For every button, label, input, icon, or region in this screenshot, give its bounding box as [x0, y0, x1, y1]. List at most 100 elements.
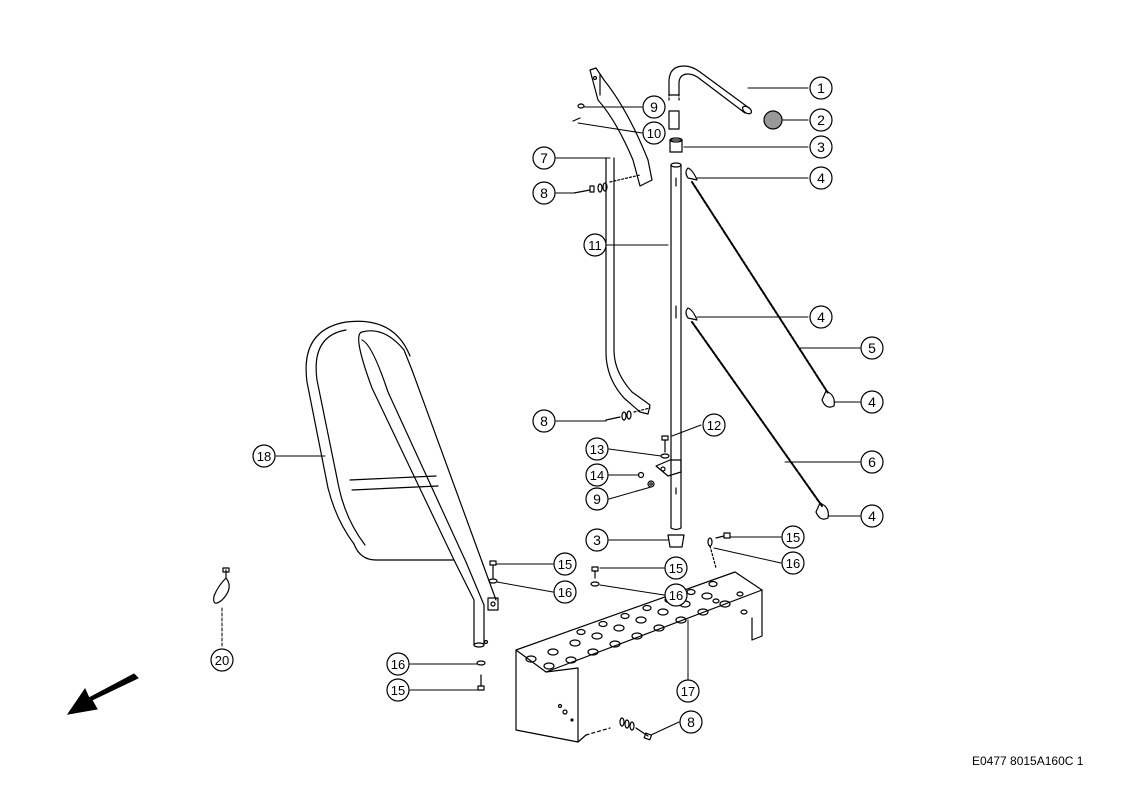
bent-handle-part [668, 65, 753, 130]
callout-c11: 11 [583, 233, 607, 257]
callout-c15c: 15 [664, 556, 688, 580]
callout-circle [860, 504, 884, 528]
callout-c9a: 9 [642, 95, 666, 119]
callout-c9b: 9 [585, 487, 609, 511]
callout-number: 20 [215, 653, 229, 668]
handrail-loop-part [305, 320, 499, 648]
pole-bracket-part [655, 435, 682, 477]
callout-circle [642, 121, 666, 145]
callout-number: 13 [590, 442, 604, 457]
callout-number: 10 [647, 126, 661, 141]
callout-c16b: 16 [553, 580, 577, 604]
callout-number: 1 [817, 80, 825, 96]
callout-c4a: 4 [809, 166, 833, 190]
callout-number: 15 [391, 683, 405, 698]
callout-number: 4 [817, 170, 825, 186]
callout-number: 4 [817, 309, 825, 325]
knob-part [763, 110, 783, 130]
upper-bushing-part [669, 137, 683, 153]
lower-chain-part [685, 307, 829, 520]
callout-number: 14 [590, 468, 604, 483]
callout-number: 15 [669, 561, 683, 576]
callout-number: 9 [593, 491, 601, 507]
callout-c15d: 15 [386, 678, 410, 702]
callout-c1: 1 [809, 76, 833, 100]
callout-number: 15 [558, 557, 572, 572]
callout-number: 18 [257, 449, 271, 464]
callout-number: 8 [540, 185, 548, 201]
callout-circle [860, 450, 884, 474]
callout-circle [252, 444, 276, 468]
callout-c6: 6 [860, 450, 884, 474]
callout-number: 12 [707, 418, 721, 433]
callout-circle [809, 108, 833, 132]
callout-number: 16 [786, 556, 800, 571]
callout-circle [553, 552, 577, 576]
callout-number: 3 [593, 532, 601, 548]
callout-c4b: 4 [809, 305, 833, 329]
callout-c13: 13 [585, 437, 609, 461]
callout-c4c: 4 [860, 390, 884, 414]
callout-circle [809, 166, 833, 190]
callout-c16c: 16 [664, 583, 688, 607]
callout-c2: 2 [809, 108, 833, 132]
callout-c16d: 16 [386, 652, 410, 676]
callout-number: 4 [868, 508, 876, 524]
callout-circle [642, 95, 666, 119]
callout-circle [210, 648, 234, 672]
callout-c5: 5 [860, 336, 884, 360]
callout-circle [585, 463, 609, 487]
callout-circle [809, 305, 833, 329]
callout-number: 3 [817, 139, 825, 155]
callout-c8a: 8 [532, 181, 556, 205]
callout-circle [664, 583, 688, 607]
callout-circle [386, 678, 410, 702]
callout-c16a: 16 [781, 551, 805, 575]
callout-number: 9 [650, 99, 658, 115]
callout-circle [809, 76, 833, 100]
callout-circle [860, 390, 884, 414]
callout-number: 6 [868, 454, 876, 470]
callout-c17: 17 [676, 679, 700, 703]
callout-c3a: 3 [809, 135, 833, 159]
callout-number: 5 [868, 340, 876, 356]
callout-c7: 7 [532, 146, 556, 170]
callout-circle [809, 135, 833, 159]
callout-circle [781, 551, 805, 575]
callout-circle [532, 181, 556, 205]
callout-circle [553, 580, 577, 604]
callout-number: 16 [391, 657, 405, 672]
callout-c20: 20 [210, 648, 234, 672]
callout-circle [702, 413, 726, 437]
callout-circle [585, 437, 609, 461]
callout-c18: 18 [252, 444, 276, 468]
callout-circle [676, 679, 700, 703]
callout-c3b: 3 [585, 528, 609, 552]
callout-c4d: 4 [860, 504, 884, 528]
callout-number: 2 [817, 112, 825, 128]
callout-circle [679, 710, 703, 734]
callout-c15a: 15 [781, 525, 805, 549]
callout-circle [532, 409, 556, 433]
curved-rail-part [589, 67, 653, 415]
callout-circle [585, 487, 609, 511]
direction-arrow-icon [66, 673, 139, 715]
callout-c12: 12 [702, 413, 726, 437]
callout-c10: 10 [642, 121, 666, 145]
callout-number: 15 [786, 530, 800, 545]
callout-circle [583, 233, 607, 257]
callout-circle [585, 528, 609, 552]
callout-c14: 14 [585, 463, 609, 487]
callout-circle [860, 336, 884, 360]
lower-bushing-part [667, 534, 685, 548]
callout-number: 8 [540, 413, 548, 429]
platform-fasteners [590, 532, 731, 741]
drawing-code: E0477 8015A160C 1 [972, 754, 1084, 768]
rail-bolts [572, 103, 651, 421]
callout-circle [781, 525, 805, 549]
handrail-fasteners [476, 560, 498, 691]
callout-number: 16 [558, 585, 572, 600]
